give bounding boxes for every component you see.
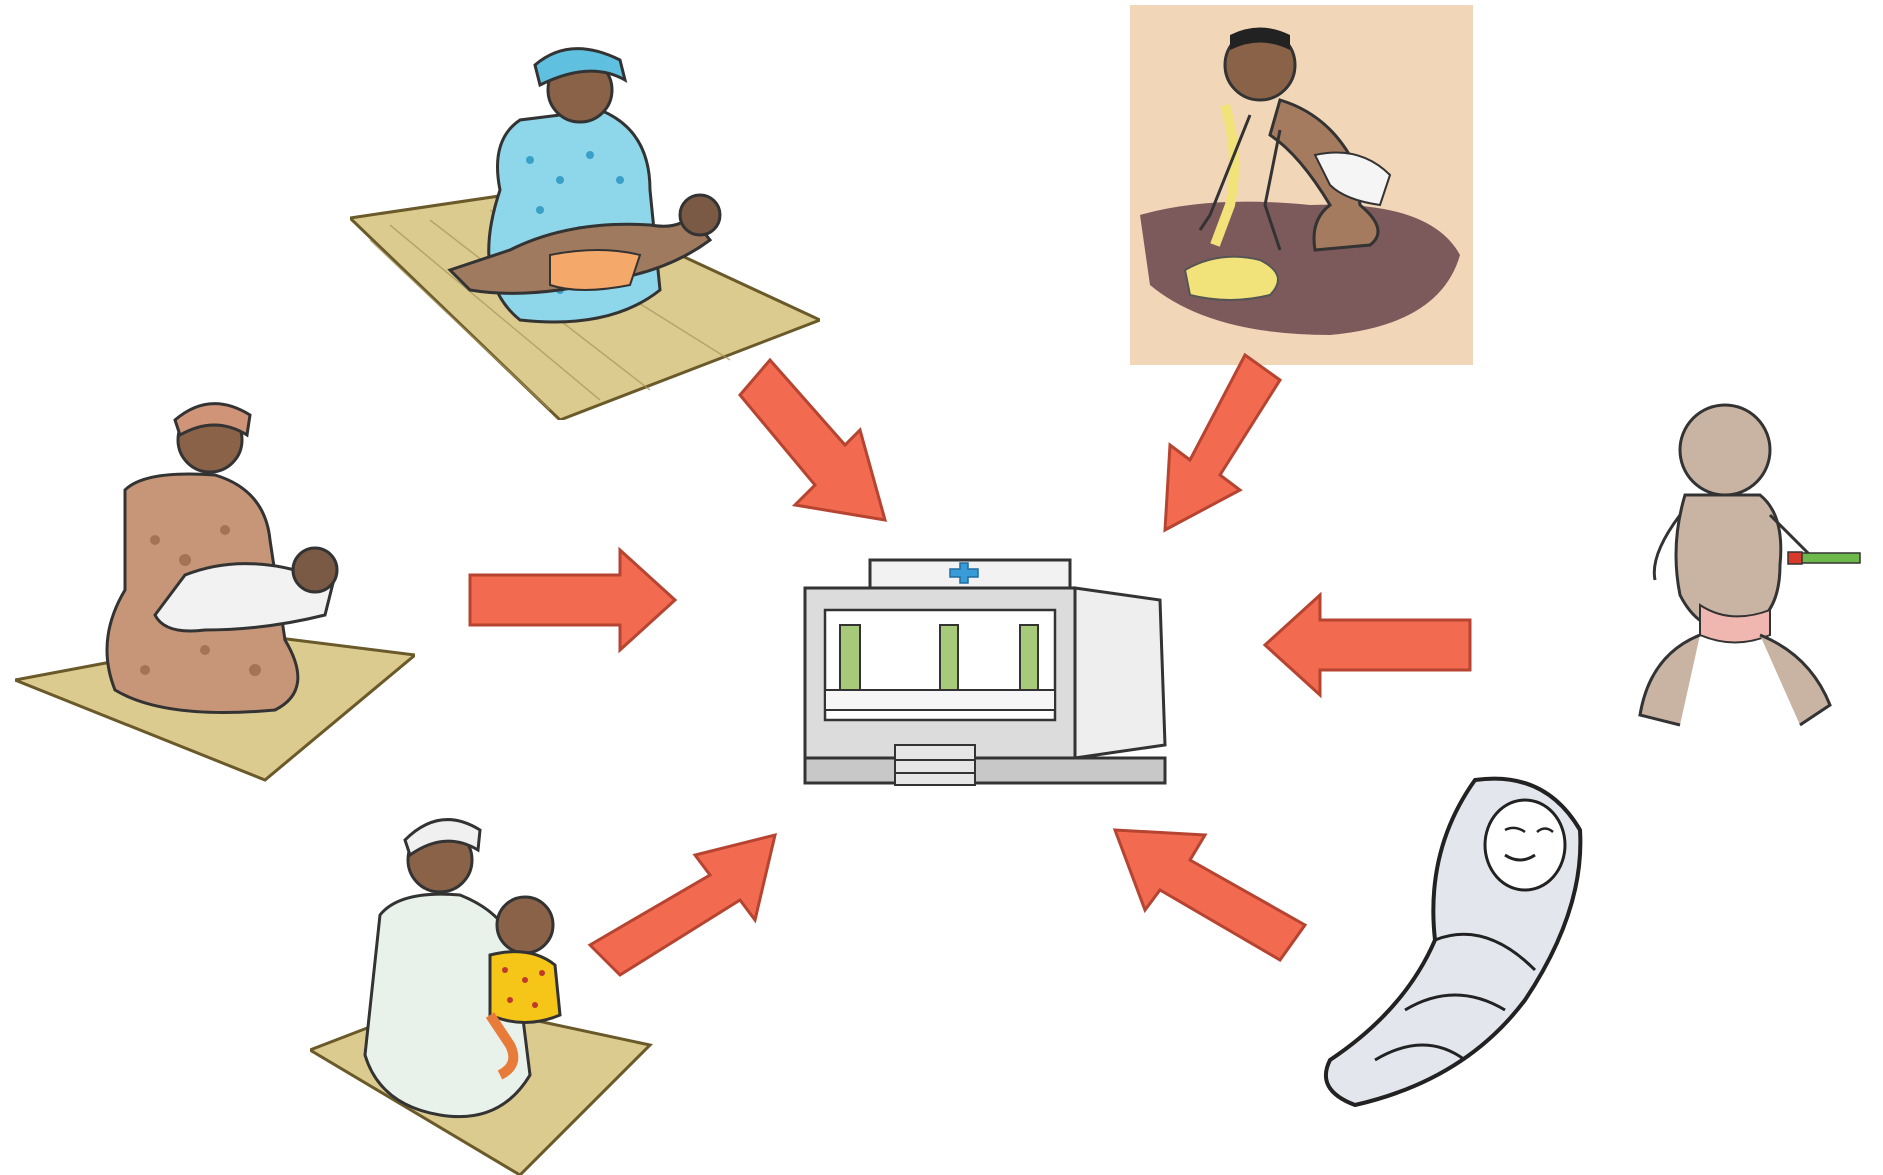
clinic-building-icon bbox=[800, 555, 1180, 805]
wasted-child-muac-icon bbox=[1610, 395, 1875, 745]
panel-swaddled-newborn bbox=[1315, 770, 1635, 1110]
arrow-from-left bbox=[470, 550, 680, 650]
child-vomiting-icon bbox=[1130, 5, 1473, 365]
health-clinic bbox=[800, 555, 1180, 805]
arrow-from-top-right bbox=[1150, 355, 1290, 535]
panel-vomiting-child bbox=[1130, 5, 1473, 365]
arrow-from-bottom-left bbox=[590, 830, 780, 980]
panel-malnourished-child bbox=[1610, 395, 1875, 745]
panel-mother-holding-sleeping-child bbox=[15, 390, 415, 785]
arrow-from-top-left bbox=[740, 360, 900, 530]
mother-with-drowsy-child-icon bbox=[15, 390, 415, 785]
newborn-convulsion-icon bbox=[1315, 770, 1635, 1110]
arrow-from-right bbox=[1260, 595, 1470, 695]
arrow-from-bottom-right bbox=[1110, 810, 1310, 970]
